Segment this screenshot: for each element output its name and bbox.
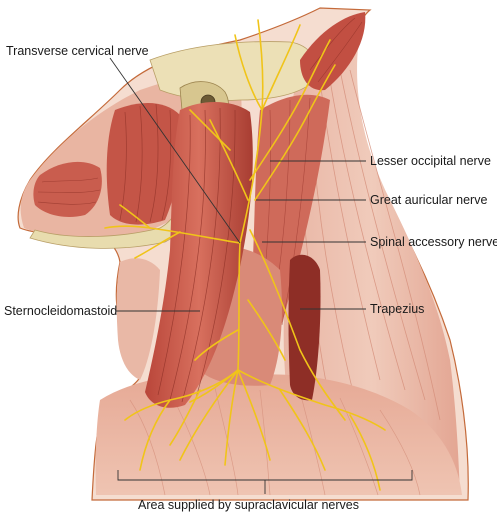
leader-lines [109,57,413,494]
shoulder-region [95,373,463,495]
posterior-neck-region [283,20,460,495]
label-sternocleidomastoid: Sternocleidomastoid [4,304,118,318]
sternocleidomastoid-muscle [145,102,253,408]
levator-scapulae [288,254,321,401]
leader-transverse-cervical [109,57,241,244]
label-lesser-occipital-nerve: Lesser occipital nerve [370,154,491,168]
label-trapezius: Trapezius [370,302,425,316]
label-spinal-accessory-nerve: Spinal accessory nerve [370,235,497,249]
label-transverse-cervical-nerve: Transverse cervical nerve [6,44,149,58]
skull-base-bone [149,41,317,101]
occipital-muscle [300,12,366,91]
label-great-auricular-nerve: Great auricular nerve [370,193,488,207]
label-supraclavicular-area: Area supplied by supraclavicular nerves [138,498,359,512]
strap-muscles [116,258,160,380]
nerve-branches [104,19,386,491]
